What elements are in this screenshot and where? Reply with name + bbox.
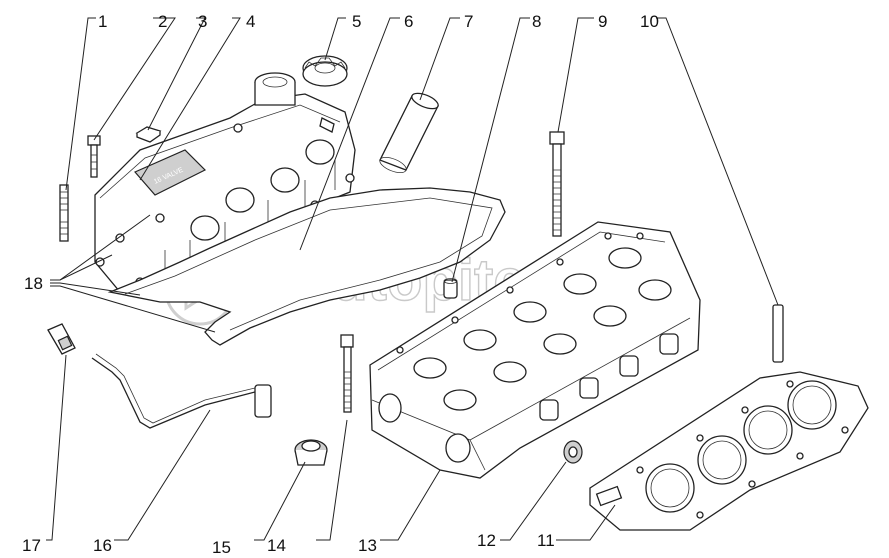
stud-bolt xyxy=(59,184,69,242)
callout-12: 12 xyxy=(477,531,496,550)
head-bolt-short xyxy=(340,334,354,413)
callout-13: 13 xyxy=(358,536,377,555)
callout-4: 4 xyxy=(246,12,255,31)
sensor xyxy=(47,323,76,355)
dowel-pin xyxy=(772,304,784,363)
cover-bolt xyxy=(87,135,101,178)
callout-8: 8 xyxy=(532,12,541,31)
valve-cover: 16 VALVE xyxy=(94,72,356,301)
head-gasket xyxy=(589,371,869,531)
callout-5: 5 xyxy=(352,12,361,31)
callout-18: 18 xyxy=(24,274,43,293)
callout-17: 17 xyxy=(22,536,41,555)
housing-cap xyxy=(294,439,328,466)
cylinder-head xyxy=(369,221,701,479)
grommet xyxy=(135,126,162,143)
leader-lines xyxy=(46,17,779,541)
callout-9: 9 xyxy=(598,12,607,31)
cover-gasket xyxy=(107,187,506,346)
callout-16: 16 xyxy=(93,536,112,555)
sensor-lead xyxy=(91,353,272,429)
small-sleeve xyxy=(443,278,458,299)
oil-filler-cap xyxy=(302,55,348,87)
callout-1: 1 xyxy=(98,12,107,31)
callout-11: 11 xyxy=(537,531,555,550)
spark-plug-tube xyxy=(379,92,439,174)
callout-labels: 1 2 3 4 5 6 7 8 9 10 11 12 13 14 15 16 1… xyxy=(22,12,659,557)
callout-3: 3 xyxy=(198,12,207,31)
head-bolt-long xyxy=(549,131,565,237)
callout-14: 14 xyxy=(267,536,286,555)
callout-10: 10 xyxy=(640,12,659,31)
callout-7: 7 xyxy=(464,12,473,31)
small-seal xyxy=(563,440,583,464)
callout-2: 2 xyxy=(158,12,167,31)
callout-15: 15 xyxy=(212,538,231,557)
callout-6: 6 xyxy=(404,12,413,31)
